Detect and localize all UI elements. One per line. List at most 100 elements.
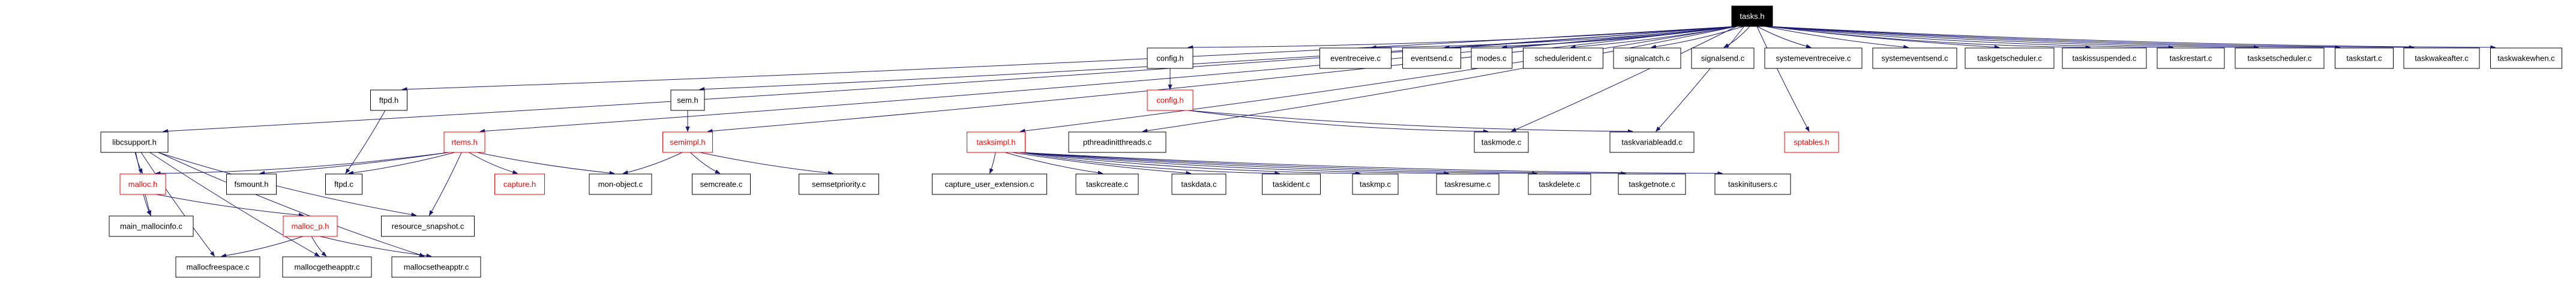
graph-node-tasks-h[interactable]: tasks.h [1731,5,1773,27]
graph-node-pthreadinitthreads-c[interactable]: pthreadinitthreads.c [1068,131,1166,153]
graph-edge-config_h_2-to-taskvariableadd_c [1187,110,1633,134]
graph-edge-semimpl_h-to-mon_object_c [622,152,683,175]
graph-node-label: taskwakeafter.c [2415,54,2469,63]
graph-node-semcreate-c[interactable]: semcreate.c [692,173,751,195]
graph-edge-tasks_h-to-pthreadinitthreads_c [1142,26,1737,133]
graph-node-taskwakewhen-c[interactable]: taskwakewhen.c [2490,47,2562,69]
graph-edge-tasks_h-to-sptables_h [1756,26,1810,132]
graph-node-label: sptables.h [1794,138,1829,147]
graph-node-label: systemeventsend.c [1881,54,1948,63]
graph-node-malloc-p-h[interactable]: malloc_p.h [283,215,338,237]
graph-node-taskdelete-c[interactable]: taskdelete.c [1528,173,1591,195]
graph-edge-tasks_h-to-modes_c [1501,26,1737,50]
graph-edge-malloc_h-to-malloc_p_h [156,194,304,217]
graph-node-taskinitusers-c[interactable]: taskinitusers.c [1714,173,1791,195]
graph-edge-tasks_h-to-taskissuspended_c [1767,26,2091,50]
graph-node-label: taskwakewhen.c [2497,54,2555,63]
graph-node-label: resource_snapshot.c [392,222,464,231]
graph-node-taskrestart-c[interactable]: taskrestart.c [2157,47,2225,69]
graph-node-label: sem.h [677,96,698,105]
graph-node-semsetpriority-c[interactable]: semsetpriority.c [799,173,879,195]
graph-edge-tasks_h-to-tasksimpl_h [1019,26,1737,133]
graph-node-resource-snapshot-c[interactable]: resource_snapshot.c [381,215,475,237]
graph-node-rtems-h[interactable]: rtems.h [443,131,485,153]
graph-node-label: mon-object.c [598,180,643,189]
graph-node-mallocgetheapptr-c[interactable]: mallocgetheapptr.c [282,256,372,278]
graph-node-taskwakeafter-c[interactable]: taskwakeafter.c [2403,47,2480,69]
graph-node-tasksetscheduler-c[interactable]: tasksetscheduler.c [2235,47,2325,69]
graph-edge-libcsupport_h-to-mallocsetheapptr_c [158,152,425,257]
graph-node-label: tasksetscheduler.c [2248,54,2312,63]
graph-node-main-mallocinfo-c[interactable]: main_mallocinfo.c [109,215,194,237]
graph-edge-malloc_p_h-to-mallocgetheapptr_c [311,236,327,257]
graph-node-capture-user-extension-c[interactable]: capture_user_extension.c [932,173,1047,195]
graph-node-systemeventsend-c[interactable]: systemeventsend.c [1872,47,1957,69]
graph-node-taskissuspended-c[interactable]: taskissuspended.c [2062,47,2147,69]
graph-node-label: libcsupport.h [112,138,157,147]
graph-node-label: config.h [1156,96,1184,105]
graph-node-modes-c[interactable]: modes.c [1471,47,1513,69]
graph-node-tasksimpl-h[interactable]: tasksimpl.h [967,131,1025,153]
graph-node-label: taskinitusers.c [1728,180,1778,189]
graph-node-signalcatch-c[interactable]: signalcatch.c [1613,47,1681,69]
graph-edge-libcsupport_h-to-malloc_h [134,152,143,174]
graph-edge-tasks_h-to-systemeventreceive_c [1756,26,1812,49]
graph-node-taskgetnote-c[interactable]: taskgetnote.c [1618,173,1686,195]
graph-edge-rtems_h-to-ftpd_c [348,152,455,175]
graph-node-semimpl-h[interactable]: semimpl.h [662,131,713,153]
graph-node-sptables-h[interactable]: sptables.h [1784,131,1839,153]
graph-node-label: capture_user_extension.c [945,180,1034,189]
graph-node-mon-object-c[interactable]: mon-object.c [589,173,652,195]
graph-node-schedulerident-c[interactable]: schedulerident.c [1523,47,1603,69]
graph-node-label: semcreate.c [700,180,743,189]
graph-edge-rtems_h-to-malloc_h [155,152,449,176]
graph-node-taskcreate-c[interactable]: taskcreate.c [1075,173,1139,195]
graph-node-config-h-1[interactable]: config.h [1147,47,1193,69]
graph-edge-tasksimpl_h-to-taskcreate_c [1004,152,1103,175]
graph-node-sem-h[interactable]: sem.h [670,89,705,111]
graph-node-taskstart-c[interactable]: taskstart.c [2335,47,2394,69]
graph-node-label: tasks.h [1740,12,1764,21]
graph-edge-tasks_h-to-libcsupport_h [163,26,1737,134]
graph-node-mallocsetheapptr-c[interactable]: mallocsetheapptr.c [391,256,481,278]
graph-node-mallocfreespace-c[interactable]: mallocfreespace.c [175,256,260,278]
graph-node-signalsend-c[interactable]: signalsend.c [1691,47,1755,69]
graph-node-config-h-2[interactable]: config.h [1147,89,1193,111]
graph-node-label: semimpl.h [670,138,705,147]
graph-edge-libcsupport_h-to-mallocgetheapptr_c [149,152,320,257]
graph-node-taskmp-c[interactable]: taskmp.c [1352,173,1399,195]
graph-node-label: ftpd.c [334,180,353,189]
graph-edge-tasks_h-to-signalcatch_c [1651,26,1744,49]
graph-edge-tasks_h-to-schedulerident_c [1570,26,1737,49]
graph-node-ftpd-h[interactable]: ftpd.h [370,89,407,111]
graph-node-eventsend-c[interactable]: eventsend.c [1402,47,1461,69]
graph-edge-rtems_h-to-capture_h [469,152,518,175]
graph-node-taskident-c[interactable]: taskident.c [1262,173,1321,195]
graph-node-fsmount-h[interactable]: fsmount.h [226,173,277,195]
graph-node-ftpd-c[interactable]: ftpd.c [325,173,362,195]
graph-edge-tasks_h-to-rtems_h [479,26,1737,133]
graph-node-capture-h[interactable]: capture.h [494,173,545,195]
graph-node-label: rtems.h [451,138,477,147]
graph-node-label: signalcatch.c [1624,54,1670,63]
graph-node-taskmode-c[interactable]: taskmode.c [1474,131,1529,153]
graph-node-taskresume-c[interactable]: taskresume.c [1436,173,1500,195]
graph-node-malloc-h[interactable]: malloc.h [119,173,166,195]
graph-node-eventreceive-c[interactable]: eventreceive.c [1320,47,1392,69]
graph-node-label: main_mallocinfo.c [120,222,183,231]
graph-edge-tasksimpl_h-to-taskmp_c [1020,152,1361,176]
graph-node-libcsupport-h[interactable]: libcsupport.h [100,131,169,153]
graph-node-taskdata-c[interactable]: taskdata.c [1171,173,1226,195]
graph-node-label: signalsend.c [1701,54,1745,63]
graph-node-taskvariableadd-c[interactable]: taskvariableadd.c [1609,131,1695,153]
graph-node-label: taskvariableadd.c [1621,138,1683,147]
graph-edge-tasks_h-to-ftpd_h [401,26,1737,92]
graph-edge-tasks_h-to-taskwakeafter_c [1767,26,2415,50]
graph-edge-config_h_2-to-taskmode_c [1187,110,1489,134]
graph-edge-tasksimpl_h-to-taskresume_c [1020,152,1450,176]
graph-node-taskgetscheduler-c[interactable]: taskgetscheduler.c [1965,47,2055,69]
graph-node-systemeventreceive-c[interactable]: systemeventreceive.c [1764,47,1863,69]
graph-node-label: taskrestart.c [2170,54,2212,63]
